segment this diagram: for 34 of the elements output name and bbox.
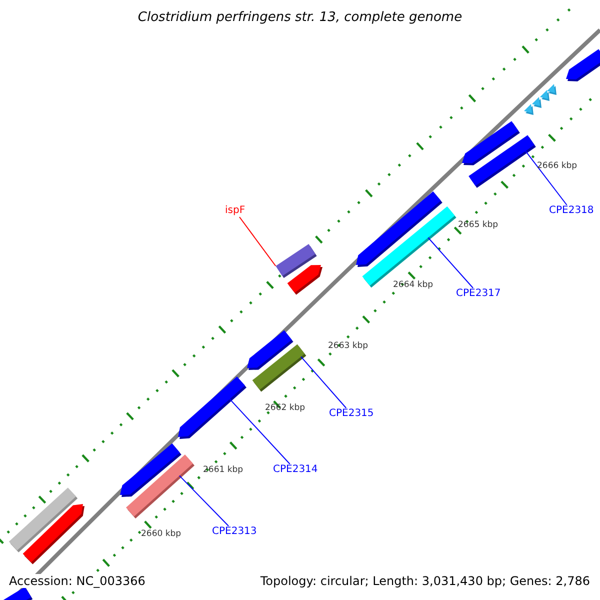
gene-label: CPE2315: [329, 408, 374, 420]
gene-triangle: [547, 84, 557, 95]
scale-label: 2661 kbp: [203, 465, 244, 475]
gene-triangle: [532, 97, 542, 108]
gene-label: CPE2314: [273, 464, 318, 476]
leader-line: [525, 150, 568, 206]
leader-line: [428, 237, 474, 288]
gene-label: CPE2317: [456, 288, 501, 300]
scale-label: 2665 kbp: [458, 220, 498, 230]
gene-label: CPE2313: [212, 526, 257, 538]
gene-block: [287, 265, 323, 295]
gene-block: [566, 49, 600, 82]
leader-line: [238, 216, 276, 266]
scale-label: 2666 kbp: [537, 161, 578, 171]
leader-line: [229, 398, 290, 464]
scale-label: 2664 kbp: [393, 280, 434, 290]
genome-info-text: Topology: circular; Length: 3,031,430 bp; Genes: 2,786: [260, 574, 590, 588]
gene-triangle: [524, 104, 534, 115]
scale-label: 2663 kbp: [328, 341, 368, 351]
leader-line: [178, 475, 230, 526]
gene-block: [252, 344, 307, 392]
leader-line: [300, 356, 347, 408]
gene-label: ispF: [225, 205, 246, 217]
gene-block: [125, 454, 196, 519]
gene-triangle: [540, 90, 550, 101]
gene-block: [362, 206, 457, 288]
gene-block: [22, 504, 85, 565]
title: Clostridium perfringens str. 13, complete genome: [138, 10, 462, 25]
gene-label: CPE2318: [549, 205, 594, 217]
gene-block: [178, 376, 247, 439]
scale-label: 2660 kbp: [141, 529, 182, 539]
scale-label: 2662 kbp: [265, 403, 306, 413]
gene-block: [468, 135, 537, 188]
accession-text: Accession: NC_003366: [9, 574, 146, 588]
